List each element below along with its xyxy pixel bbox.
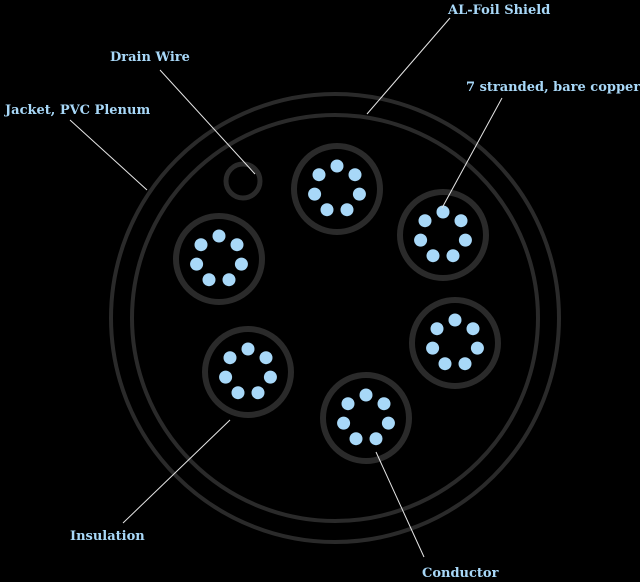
copper-strand [202, 273, 216, 287]
copper-strand [341, 397, 355, 411]
copper-strand [470, 341, 484, 355]
copper-strand [349, 432, 363, 446]
copper-strand [263, 370, 277, 384]
copper-strand [312, 168, 326, 182]
copper-strand [222, 273, 236, 287]
copper-strand [340, 203, 354, 217]
copper-strand [458, 357, 472, 371]
label-stranded-copper: 7 stranded, bare copper [466, 80, 640, 95]
label-conductor: Conductor [422, 566, 499, 581]
drain-wire [223, 161, 263, 201]
copper-strand [369, 432, 383, 446]
label-insulation: Insulation [70, 529, 145, 544]
copper-strand [430, 322, 444, 336]
copper-strand [377, 397, 391, 411]
insulation-ring [320, 372, 412, 464]
conductor-group [173, 143, 501, 464]
copper-strand [436, 205, 450, 219]
label-al-foil-shield: AL-Foil Shield [447, 3, 550, 18]
insulation-ring [173, 213, 265, 305]
copper-strand [337, 416, 351, 430]
copper-strand [426, 249, 440, 263]
copper-strand [348, 168, 362, 182]
copper-strand [259, 351, 273, 365]
copper-strand [458, 233, 472, 247]
copper-strand [414, 233, 428, 247]
copper-strand [454, 214, 468, 228]
copper-strand [426, 341, 440, 355]
leader-line-conductor [375, 451, 425, 558]
insulation-ring [409, 297, 501, 389]
copper-strand [359, 388, 373, 402]
label-jacket: Jacket, PVC Plenum [4, 103, 150, 118]
copper-strand [194, 238, 208, 252]
jacket-inner-ring [130, 113, 540, 523]
leader-line-jacket [69, 119, 148, 191]
leader-lines [69, 17, 503, 558]
jacket-outer-ring [109, 92, 561, 544]
labels: AL-Foil Shield Drain Wire 7 stranded, ba… [4, 3, 640, 581]
insulation-ring [291, 143, 383, 235]
copper-strand [381, 416, 395, 430]
copper-strand [466, 322, 480, 336]
leader-line-drain-wire [159, 69, 256, 175]
copper-strand [418, 214, 432, 228]
copper-strand [446, 249, 460, 263]
copper-strand [320, 203, 334, 217]
copper-strand [448, 313, 462, 327]
copper-strand [438, 357, 452, 371]
insulation-ring [202, 326, 294, 418]
copper-strand [330, 159, 344, 173]
leader-line-insulation [122, 419, 231, 524]
copper-strand [231, 386, 245, 400]
copper-strand [230, 238, 244, 252]
leader-line-al-foil-shield [366, 17, 451, 115]
copper-strand [234, 257, 248, 271]
copper-strand [308, 187, 322, 201]
insulation-ring [397, 189, 489, 281]
copper-strand [223, 351, 237, 365]
copper-strand [241, 342, 255, 356]
copper-strand [352, 187, 366, 201]
label-drain-wire: Drain Wire [110, 50, 190, 65]
copper-strand [190, 257, 204, 271]
copper-strand [251, 386, 265, 400]
copper-strand [212, 229, 226, 243]
leader-line-stranded-copper [441, 97, 503, 209]
copper-strand [219, 370, 233, 384]
